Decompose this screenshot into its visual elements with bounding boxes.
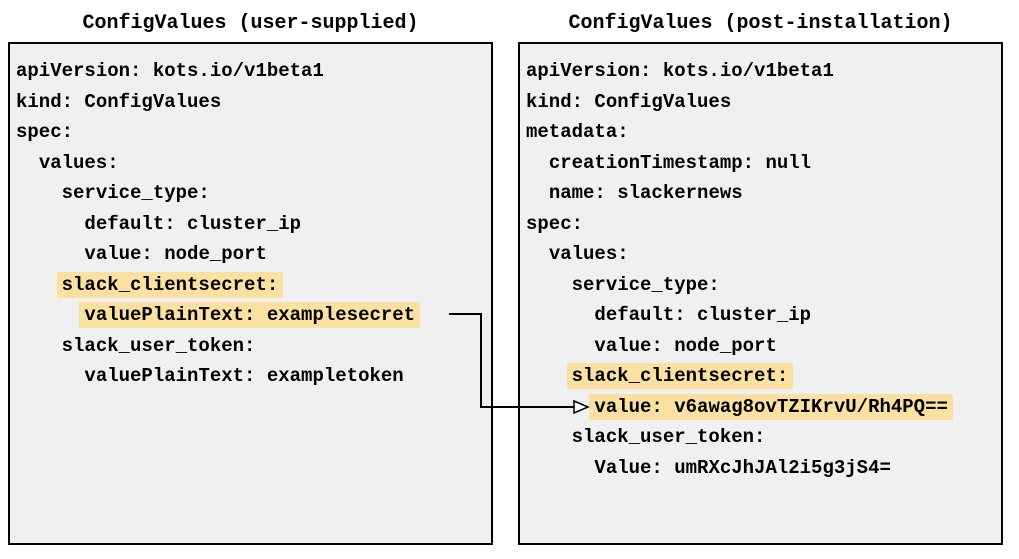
yaml-line: default: cluster_ip	[526, 300, 995, 331]
yaml-line: Value: umRXcJhJAl2i5g3jS4=	[526, 453, 995, 484]
yaml-line: value: node_port	[526, 331, 995, 362]
yaml-text: apiVersion: kots.io/v1beta1	[16, 60, 324, 83]
yaml-text: slack_user_token:	[571, 426, 766, 449]
yaml-line: service_type:	[16, 178, 485, 209]
yaml-text: value: node_port	[594, 334, 777, 357]
yaml-line: metadata:	[526, 117, 995, 148]
yaml-text: apiVersion: kots.io/v1beta1	[526, 60, 834, 83]
yaml-line: creationTimestamp: null	[526, 148, 995, 179]
yaml-text: values:	[548, 243, 629, 266]
highlighted-text: valuePlainText: examplesecret	[79, 302, 421, 329]
right-panel-title: ConfigValues (post-installation)	[568, 12, 953, 35]
yaml-text: spec:	[526, 212, 584, 235]
yaml-line: valuePlainText: exampletoken	[16, 361, 485, 392]
yaml-line: name: slackernews	[526, 178, 995, 209]
yaml-text: service_type:	[571, 273, 720, 296]
yaml-text: spec:	[16, 121, 74, 144]
yaml-line: apiVersion: kots.io/v1beta1	[16, 56, 485, 87]
left-panel-title: ConfigValues (user-supplied)	[82, 12, 419, 35]
yaml-text: values:	[38, 151, 119, 174]
user-supplied-config-panel: apiVersion: kots.io/v1beta1 kind: Config…	[8, 42, 493, 545]
yaml-text: kind: ConfigValues	[526, 90, 732, 113]
yaml-line-highlighted: valuePlainText: examplesecret	[16, 300, 485, 331]
yaml-text: slack_user_token:	[61, 334, 256, 357]
highlighted-text: value: v6awag8ovTZIKrvU/Rh4PQ==	[589, 393, 953, 420]
yaml-line: default: cluster_ip	[16, 209, 485, 240]
yaml-text: metadata:	[526, 121, 629, 144]
yaml-text: kind: ConfigValues	[16, 90, 222, 113]
yaml-text: creationTimestamp: null	[548, 151, 812, 174]
yaml-line: slack_user_token:	[526, 422, 995, 453]
yaml-text: name: slackernews	[548, 182, 743, 205]
yaml-line: values:	[16, 148, 485, 179]
yaml-text: value: node_port	[84, 243, 267, 266]
yaml-line: spec:	[16, 117, 485, 148]
yaml-text: Value: umRXcJhJAl2i5g3jS4=	[594, 456, 891, 479]
yaml-line: kind: ConfigValues	[526, 87, 995, 118]
highlighted-text: slack_clientsecret:	[566, 363, 794, 390]
yaml-line-highlighted: value: v6awag8ovTZIKrvU/Rh4PQ==	[526, 392, 995, 423]
yaml-line: service_type:	[526, 270, 995, 301]
yaml-text: default: cluster_ip	[594, 304, 812, 327]
yaml-line: slack_user_token:	[16, 331, 485, 362]
yaml-line: values:	[526, 239, 995, 270]
yaml-line-highlighted: slack_clientsecret:	[526, 361, 995, 392]
yaml-line-highlighted: slack_clientsecret:	[16, 270, 485, 301]
yaml-line: value: node_port	[16, 239, 485, 270]
yaml-text: service_type:	[61, 182, 210, 205]
highlighted-text: slack_clientsecret:	[56, 271, 284, 298]
yaml-line: apiVersion: kots.io/v1beta1	[526, 56, 995, 87]
yaml-line: spec:	[526, 209, 995, 240]
post-installation-config-panel: apiVersion: kots.io/v1beta1 kind: Config…	[518, 42, 1003, 545]
yaml-line: kind: ConfigValues	[16, 87, 485, 118]
yaml-text: default: cluster_ip	[84, 212, 302, 235]
yaml-text: valuePlainText: exampletoken	[84, 365, 404, 388]
